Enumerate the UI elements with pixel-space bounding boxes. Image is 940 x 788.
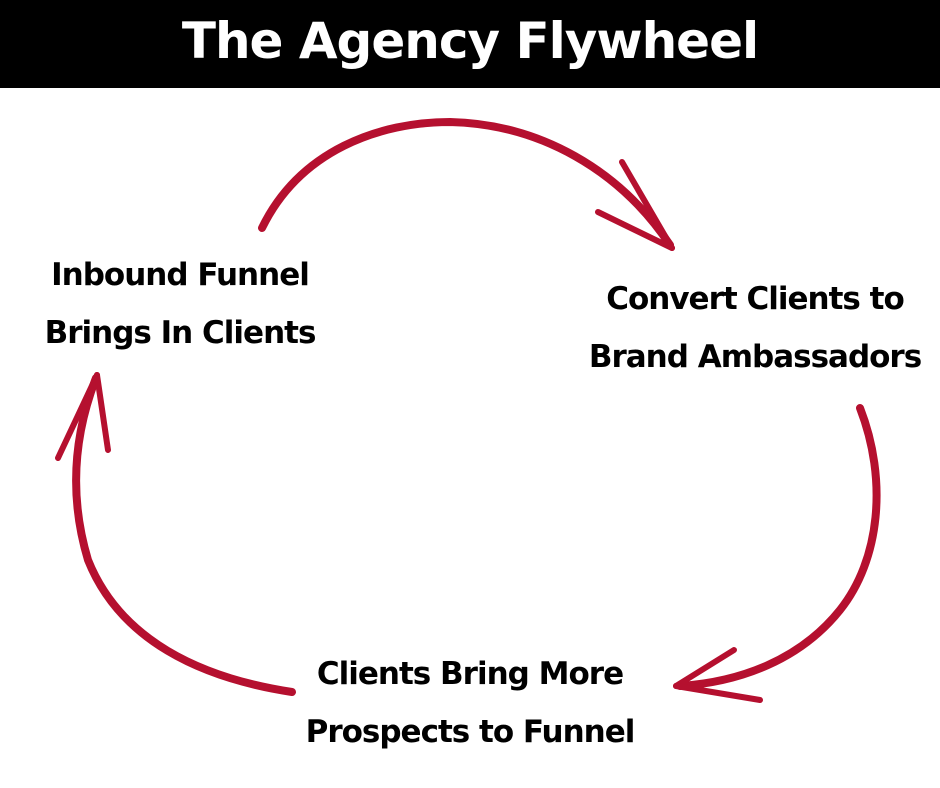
arrowhead-right <box>94 372 111 453</box>
title-bar: The Agency Flywheel <box>0 0 940 88</box>
node-line: Inbound Funnel <box>51 257 310 293</box>
arrowhead-upper <box>619 159 675 251</box>
arrowhead-lower <box>673 683 763 703</box>
arrow-inbound-to-convert <box>258 117 675 251</box>
arrow-curve <box>676 404 881 690</box>
arrowhead-left <box>55 372 100 461</box>
node-line: Brings In Clients <box>44 315 317 351</box>
arrowhead-upper <box>673 647 737 689</box>
node-inbound-funnel: Inbound Funnel Brings In Clients <box>30 246 330 362</box>
arrow-convert-to-clients <box>673 404 881 703</box>
arrow-clients-to-inbound <box>55 372 296 696</box>
page-title: The Agency Flywheel <box>181 12 759 70</box>
node-convert-clients: Convert Clients to Brand Ambassadors <box>575 270 935 386</box>
arrow-curve <box>72 374 296 696</box>
node-line: Convert Clients to <box>606 281 905 317</box>
node-line: Brand Ambassadors <box>588 339 922 375</box>
arrow-curve <box>258 117 674 249</box>
node-clients-bring-prospects: Clients Bring More Prospects to Funnel <box>295 645 645 761</box>
node-line: Prospects to Funnel <box>305 714 636 750</box>
node-line: Clients Bring More <box>316 656 624 692</box>
arrowhead-lower <box>595 209 675 251</box>
